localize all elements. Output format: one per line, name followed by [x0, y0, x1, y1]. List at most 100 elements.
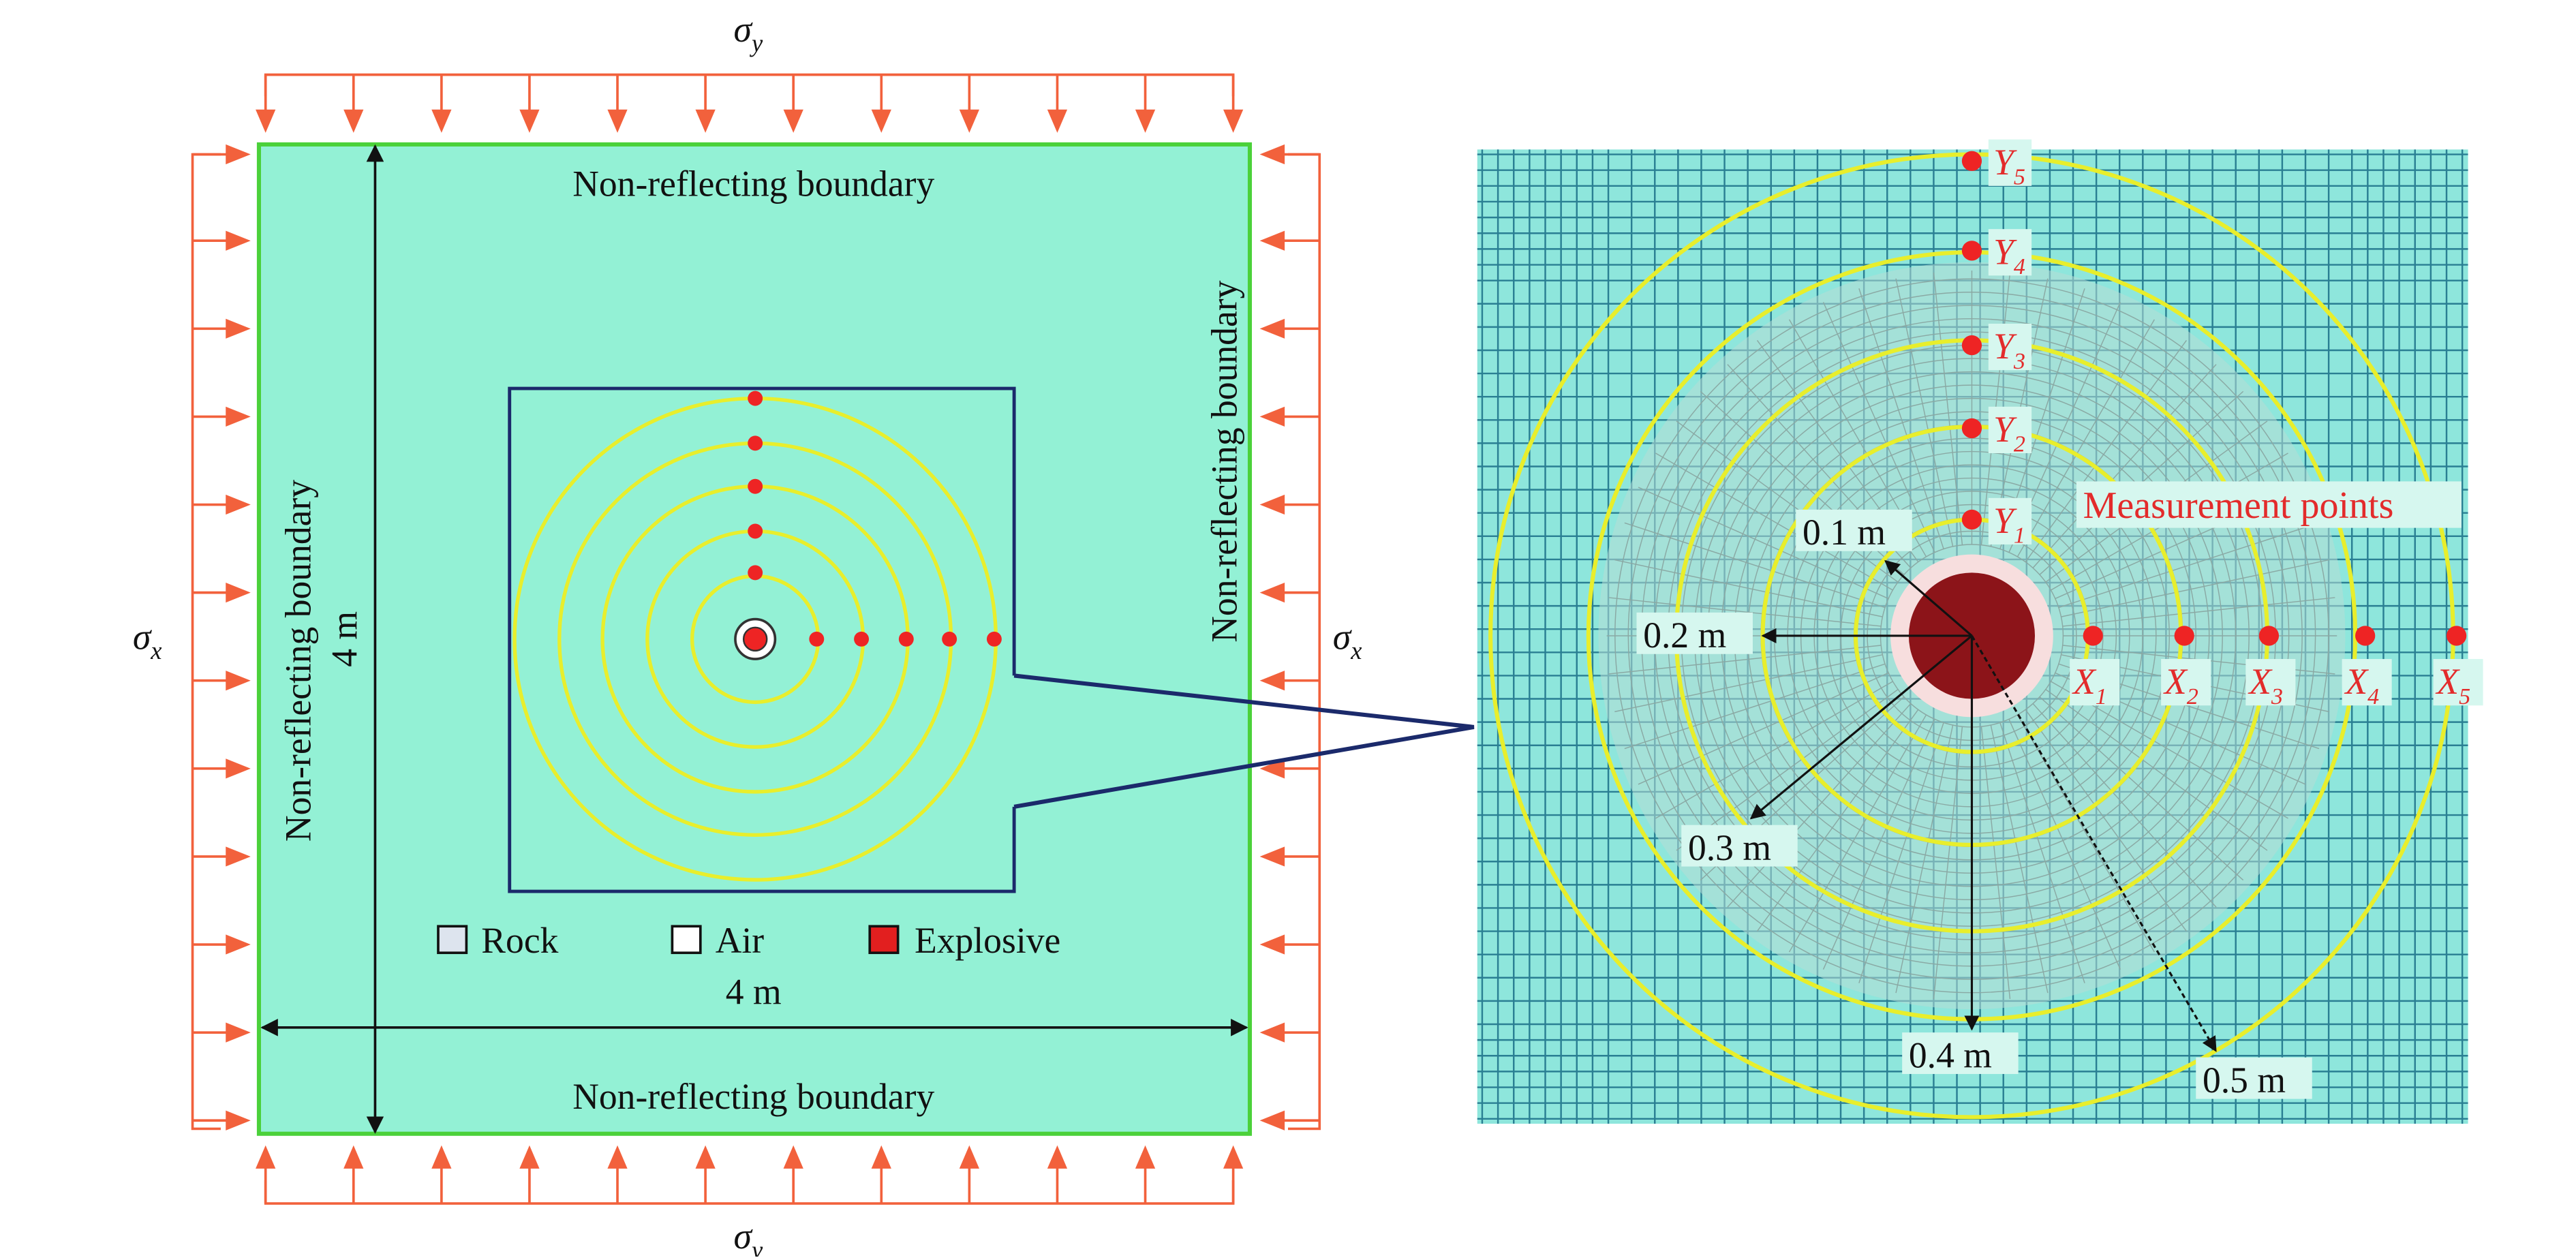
top-load-bracket [264, 73, 1235, 97]
fine-mesh-spoke [1756, 709, 1919, 932]
inset-x-point [809, 631, 825, 647]
fine-mesh-spoke [2058, 522, 2320, 609]
load-arrowhead-top [256, 109, 276, 133]
load-arrowhead-right [1259, 318, 1285, 339]
x-point-label: X3 [2248, 661, 2283, 709]
boundary-label-right: Non-reflecting boundary [1204, 280, 1245, 642]
x-measurement-point [2174, 626, 2194, 646]
radius-arrow-0-3 [1749, 634, 1973, 820]
inset-y-point [748, 390, 763, 406]
legend-label-rock: Rock [481, 920, 558, 961]
load-arrowhead-left [226, 934, 251, 955]
x-label-bg [2342, 659, 2392, 706]
boundary-label-top: Non-reflecting boundary [572, 163, 934, 204]
load-arrowhead-left [226, 1022, 251, 1043]
legend-label-explosive: Explosive [915, 920, 1060, 961]
load-arrowhead-right [1259, 671, 1285, 691]
inset-y-point [748, 478, 763, 494]
fine-mesh-spoke [1608, 597, 1882, 627]
load-arrowhead-top [1047, 109, 1068, 133]
y-label-bg [1988, 139, 2032, 186]
fine-mesh-spoke [1676, 420, 1899, 583]
inset-x-point [898, 631, 914, 647]
load-arrowhead-right [1259, 846, 1285, 867]
fine-mesh-spoke [2017, 714, 2155, 953]
bottom-load-bracket [264, 1180, 1235, 1205]
fine-mesh-spoke [1638, 672, 1889, 785]
load-arrowhead-right [1259, 934, 1285, 955]
fine-mesh-spoke [1980, 726, 2011, 1000]
fine-mesh-spoke [1614, 654, 1883, 713]
inset-points [748, 390, 1002, 647]
x-label-bg [2070, 659, 2120, 706]
load-arrowhead-left [226, 318, 251, 339]
load-arrowhead-right [1259, 1022, 1285, 1043]
boundary-label-left: Non-reflecting boundary [277, 480, 318, 842]
x-measurement-point [2447, 626, 2467, 646]
fine-mesh-spoke [1608, 645, 1882, 675]
y-label-bg [1988, 497, 2032, 544]
fine-mesh-spoke [1999, 722, 2085, 983]
legend-label-air: Air [716, 920, 765, 961]
load-arrowhead-right [1259, 144, 1285, 165]
sigma-x-right-label: σx [1333, 616, 1362, 664]
measurement-points-title: Measurement points [2083, 485, 2394, 527]
load-arrowhead-top [431, 109, 452, 133]
y-point-label: Y1 [1993, 500, 2025, 549]
load-arrowhead-right [1259, 406, 1285, 427]
fine-mesh-spoke [1624, 522, 1886, 609]
radius-arrow-0-5 [1971, 635, 2217, 1052]
fine-mesh-spoke [1933, 726, 1963, 1000]
x-point-label: X2 [2163, 661, 2198, 709]
radius-label-0-5: 0.5 m [2203, 1060, 2286, 1101]
x-point-label: X5 [2435, 661, 2470, 709]
x-point-label: X4 [2344, 661, 2379, 709]
inset-y-point [748, 435, 763, 451]
x-label-bg [2245, 659, 2296, 706]
fine-mesh-spoke [1858, 288, 1944, 549]
inset-outline [508, 386, 1016, 893]
fine-mesh-spoke [1788, 714, 1927, 953]
load-arrows [191, 73, 1321, 1205]
callout-lines [1013, 673, 1475, 809]
load-arrowhead-top [871, 109, 891, 133]
y-point-label: Y4 [1993, 231, 2025, 279]
fine-mesh-spoke [1614, 559, 1883, 617]
load-arrowhead-left [226, 144, 251, 165]
load-arrowhead-bottom [695, 1145, 716, 1169]
inset-x-point [986, 631, 1002, 647]
inset-explosive [742, 626, 768, 652]
load-arrowhead-top [695, 109, 716, 133]
y-label-bg [1988, 229, 2032, 276]
fine-mesh-spoke [1933, 272, 1963, 545]
sigma-y-top-label: σy [734, 9, 763, 57]
load-arrowhead-left [226, 1110, 251, 1131]
sigma-y-bottom-label: σy [734, 1216, 763, 1257]
load-arrowhead-bottom [959, 1145, 979, 1169]
load-arrowhead-right [1259, 758, 1285, 779]
legend: Rock Air Explosive [437, 920, 1060, 961]
fine-mesh-spoke [1624, 663, 1886, 750]
explosive-swatch [868, 925, 900, 955]
y-label-bg [1988, 324, 2032, 371]
fine-mesh-spoke [1638, 487, 1889, 600]
x-measurement-point [2083, 626, 2103, 646]
load-arrowhead-left [226, 494, 251, 515]
y-point-label: Y5 [1993, 142, 2025, 190]
left-load-bracket [191, 153, 221, 1131]
fine-mesh-spoke [2045, 689, 2268, 851]
fine-mesh-spoke [2008, 719, 2121, 970]
y-point-label: Y2 [1993, 409, 2025, 457]
load-arrowhead-bottom [431, 1145, 452, 1169]
y-measurement-point [1961, 335, 1982, 356]
radius-labels: 0.1 m 0.2 m 0.3 m 0.4 m 0.5 m [1636, 509, 2312, 1101]
y-measurement-point [1961, 509, 1982, 530]
fine-mesh-spoke [1990, 724, 2049, 994]
fine-mesh-spoke [1858, 722, 1944, 983]
fine-mesh-spoke [1822, 719, 1935, 970]
load-arrowhead-right [1259, 230, 1285, 251]
load-arrowhead-left [226, 758, 251, 779]
inset-x-point [942, 631, 957, 647]
